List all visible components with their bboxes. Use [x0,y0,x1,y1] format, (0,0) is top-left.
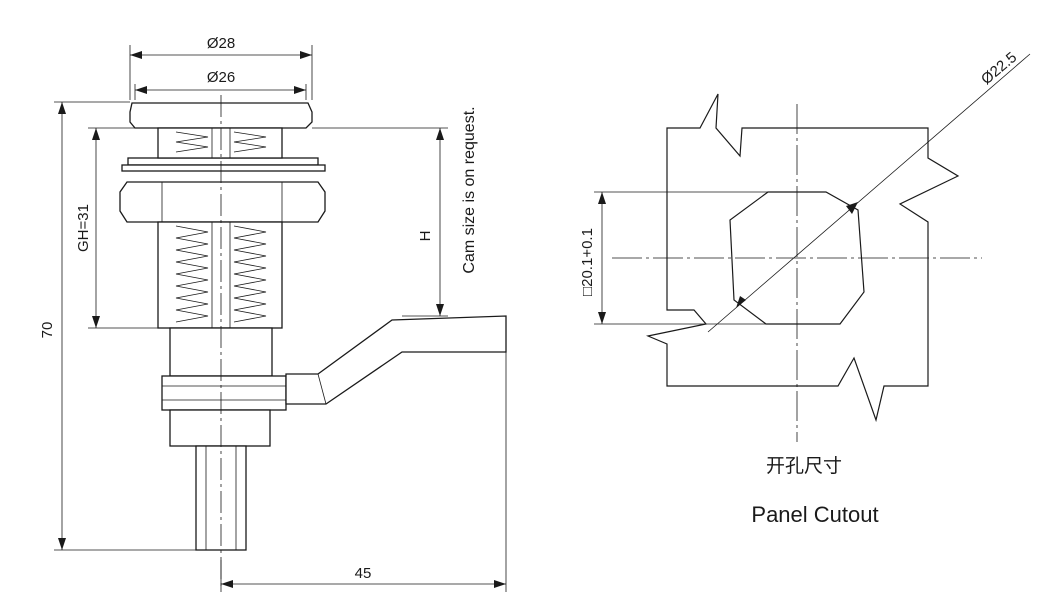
thread-lines [175,128,267,328]
dim-outer-diameter: Ø28 [207,35,235,52]
cam-arm [285,315,507,405]
dim-cutout-diameter: Ø22.5 [978,49,1020,88]
flat-washer [121,164,326,172]
thread-line [233,131,267,153]
thread-line [233,225,267,323]
dim-cam-reach: 45 [355,565,372,582]
panel-cutout-view: Ø22.5 □20.1+0.1 开孔尺寸 Panel Cutout [579,49,1031,527]
lower-nut [169,409,271,447]
dim-cutout-flat: □20.1+0.1 [579,228,596,296]
dim-thread-length: GH=31 [75,204,92,252]
thread-line [175,225,209,323]
cutout-profile [729,191,865,325]
dim-cam-height: H [417,231,434,242]
panel-outline [645,93,960,423]
cam-lock-side-view: Ø28 Ø26 70 GH=31 H Cam size is on reques… [39,35,507,592]
thread-line [175,131,209,153]
hex-nut [119,181,326,223]
cam-size-note: Cam size is on request. [461,106,478,273]
caption-english: Panel Cutout [751,502,878,527]
spring-washer [127,157,319,166]
dim-head-diameter: Ø26 [207,69,235,86]
caption-chinese: 开孔尺寸 [766,455,842,477]
cam-clamp [161,375,287,411]
dim-total-length: 70 [39,322,56,339]
threaded-body [157,127,283,159]
